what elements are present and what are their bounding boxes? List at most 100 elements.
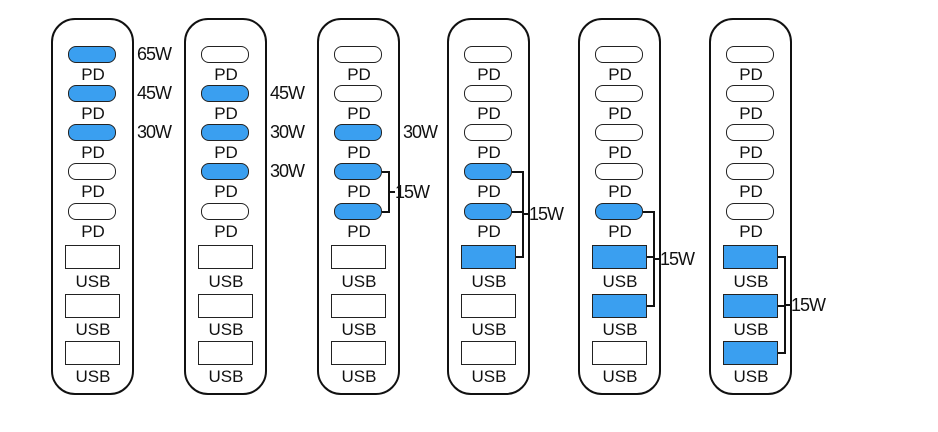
usb-c-pd-port <box>595 46 643 63</box>
charger-column <box>184 18 267 395</box>
port-label: USB <box>208 367 244 386</box>
usb-c-pd-port <box>68 163 116 180</box>
usb-a-port <box>592 294 647 318</box>
usb-a-port <box>592 341 647 365</box>
usb-a-port <box>723 245 778 269</box>
usb-c-pd-port <box>464 124 512 141</box>
port-label: PD <box>81 143 105 162</box>
port-label: PD <box>214 65 238 84</box>
port-label: USB <box>733 272 769 291</box>
usb-c-pd-port <box>334 163 382 180</box>
port-label: PD <box>347 104 371 123</box>
port-label: USB <box>341 367 377 386</box>
port-label: PD <box>347 222 371 241</box>
usb-a-port <box>723 294 778 318</box>
port-label: PD <box>608 182 632 201</box>
port-label: PD <box>739 222 763 241</box>
usb-a-port <box>592 245 647 269</box>
usb-c-pd-port <box>334 203 382 220</box>
connector-line <box>388 190 395 193</box>
usb-c-pd-port <box>201 203 249 220</box>
charger-column <box>317 18 400 395</box>
port-label: USB <box>602 320 638 339</box>
port-label: USB <box>75 320 111 339</box>
usb-a-port <box>331 294 386 318</box>
usb-a-port <box>65 294 120 318</box>
port-label: USB <box>471 272 507 291</box>
shared-wattage-label: 15W <box>660 248 695 269</box>
usb-a-port <box>461 341 516 365</box>
usb-c-pd-port <box>334 124 382 141</box>
port-label: PD <box>739 104 763 123</box>
port-label: USB <box>341 272 377 291</box>
charger-column <box>51 18 134 395</box>
usb-c-pd-port <box>595 124 643 141</box>
usb-c-pd-port <box>726 203 774 220</box>
port-label: USB <box>341 320 377 339</box>
port-label: USB <box>733 367 769 386</box>
connector-line <box>653 257 660 260</box>
port-label: USB <box>208 320 244 339</box>
usb-c-pd-port <box>68 46 116 63</box>
connector-line <box>516 256 524 258</box>
usb-c-pd-port <box>726 124 774 141</box>
port-label: USB <box>602 367 638 386</box>
port-label: PD <box>214 222 238 241</box>
port-label: USB <box>208 272 244 291</box>
usb-a-port <box>65 341 120 365</box>
connector-line <box>778 352 786 354</box>
port-label: USB <box>471 320 507 339</box>
port-label: USB <box>471 367 507 386</box>
port-label: PD <box>81 65 105 84</box>
port-label: USB <box>733 320 769 339</box>
usb-c-pd-port <box>334 46 382 63</box>
port-label: USB <box>75 272 111 291</box>
connector-line <box>512 210 524 213</box>
port-label: PD <box>214 143 238 162</box>
usb-c-pd-port <box>726 85 774 102</box>
connector-line <box>647 256 655 258</box>
usb-c-pd-port <box>464 85 512 102</box>
port-label: USB <box>75 367 111 386</box>
usb-c-pd-port <box>595 163 643 180</box>
charger-column <box>578 18 661 395</box>
usb-c-pd-port <box>464 46 512 63</box>
port-label: PD <box>608 222 632 241</box>
charger-column <box>447 18 530 395</box>
port-label: PD <box>347 182 371 201</box>
usb-c-pd-port <box>595 203 643 220</box>
wattage-label: 30W <box>270 161 305 181</box>
usb-c-pd-port <box>595 85 643 102</box>
port-label: PD <box>214 182 238 201</box>
port-label: PD <box>477 182 501 201</box>
wattage-label: 65W <box>137 44 172 64</box>
usb-a-port <box>331 341 386 365</box>
wattage-label: 45W <box>270 83 305 103</box>
usb-c-pd-port <box>68 203 116 220</box>
port-label: PD <box>608 143 632 162</box>
wattage-label: 30W <box>403 122 438 142</box>
usb-c-pd-port <box>726 163 774 180</box>
usb-c-pd-port <box>201 163 249 180</box>
charger-column <box>709 18 792 395</box>
usb-c-pd-port <box>68 124 116 141</box>
port-label: PD <box>608 104 632 123</box>
wattage-label: 30W <box>137 122 172 142</box>
connector-line <box>382 170 390 173</box>
wattage-label: 45W <box>137 83 172 103</box>
usb-a-port <box>331 245 386 269</box>
usb-a-port <box>198 341 253 365</box>
usb-c-pd-port <box>464 163 512 180</box>
connector-line <box>778 256 786 258</box>
connector-line <box>382 210 390 213</box>
usb-a-port <box>461 245 516 269</box>
shared-wattage-label: 15W <box>791 295 826 315</box>
connector-line <box>778 305 786 307</box>
usb-a-port <box>65 245 120 269</box>
port-label: PD <box>81 222 105 241</box>
connector-line <box>643 210 655 213</box>
usb-c-pd-port <box>201 85 249 102</box>
usb-c-pd-port <box>334 85 382 102</box>
port-label: PD <box>739 182 763 201</box>
connector-line <box>647 305 655 307</box>
